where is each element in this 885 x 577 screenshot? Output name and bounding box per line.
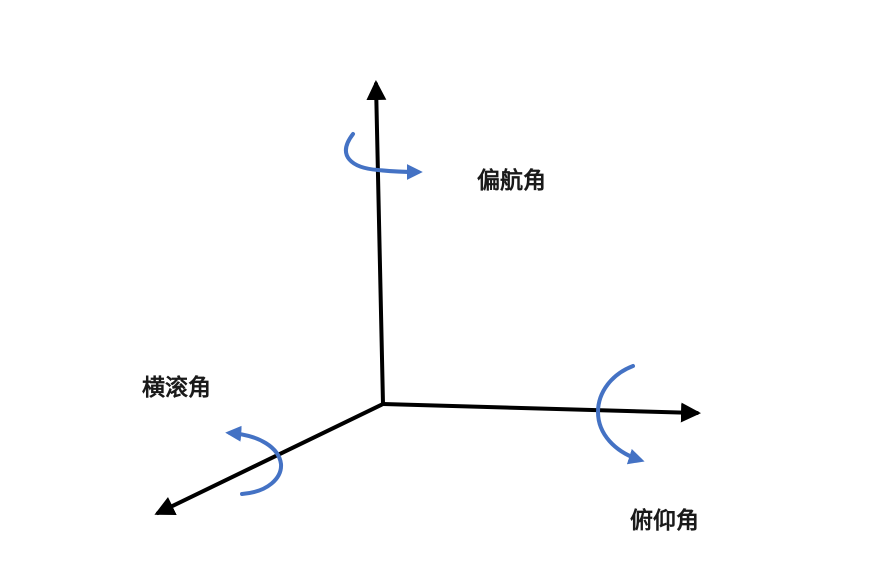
pitch-label: 俯仰角 bbox=[630, 507, 699, 534]
yaw-label: 偏航角 bbox=[477, 167, 546, 194]
pitch-rotation-icon bbox=[595, 364, 645, 465]
horizontal-axis bbox=[381, 402, 701, 423]
vertical-axis bbox=[366, 80, 387, 406]
roll-rotation-icon bbox=[225, 425, 283, 496]
roll-label: 横滚角 bbox=[142, 374, 211, 401]
diagonal-axis bbox=[154, 402, 385, 516]
yaw-rotation-icon bbox=[344, 132, 423, 180]
